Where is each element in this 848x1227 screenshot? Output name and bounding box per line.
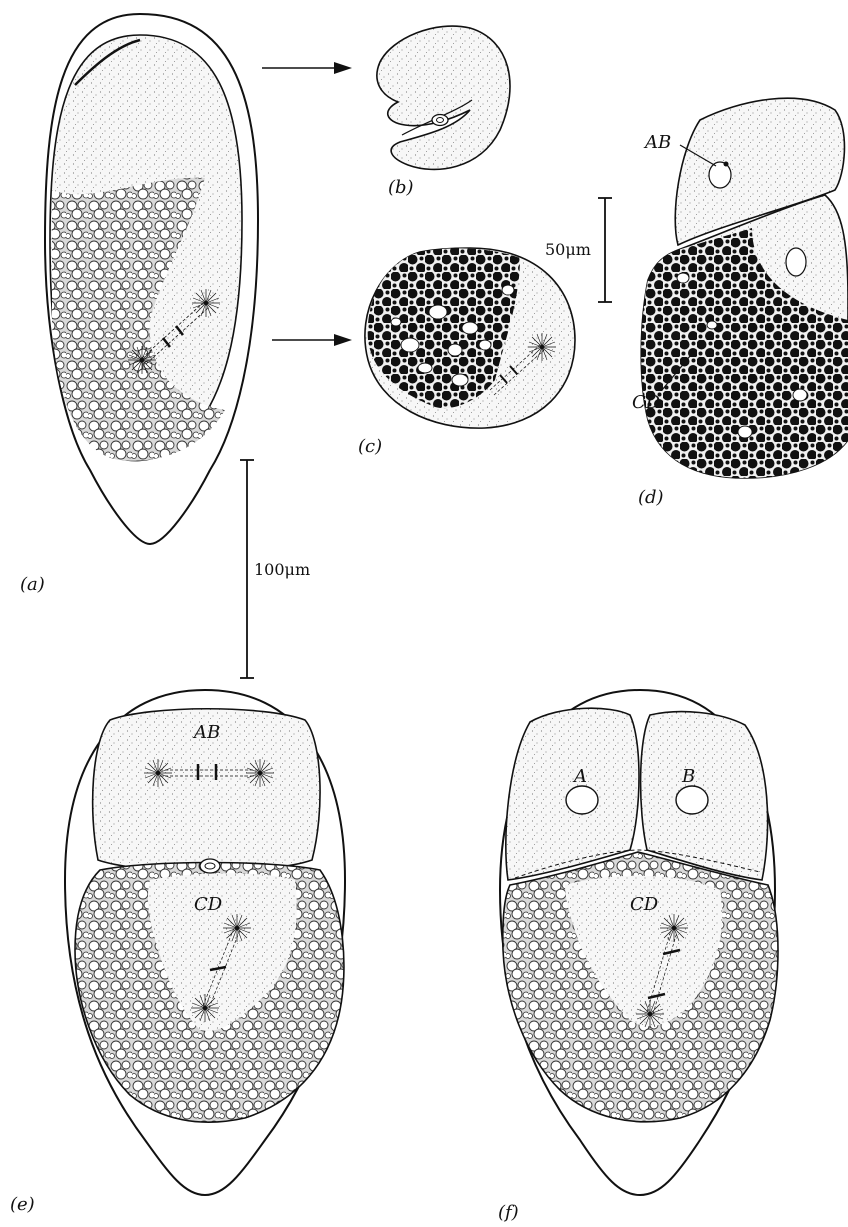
- scale-bar-100um-label: 100μm: [254, 560, 310, 579]
- arrow-to-b: [262, 62, 352, 74]
- panel-d-cd-nucleus: [786, 248, 806, 276]
- panel-b-label: (b): [388, 177, 414, 198]
- panel-a: (a): [20, 14, 258, 595]
- panel-f-label: (f): [498, 1202, 519, 1223]
- panel-c-label: (c): [358, 436, 382, 457]
- panel-f-a-label: A: [572, 766, 587, 787]
- panel-f-cd-label: CD: [630, 894, 659, 915]
- panel-e-ab-label: AB: [192, 722, 220, 743]
- scale-bar-100um: 100μm: [240, 460, 310, 678]
- panel-d-ab-label: AB: [643, 132, 671, 153]
- panel-e: AB CD (e): [10, 690, 345, 1215]
- panel-f-a-nucleus: [566, 786, 598, 814]
- panel-f-b-nucleus: [676, 786, 708, 814]
- panel-b: (b): [377, 26, 510, 198]
- panel-b-cell: [377, 26, 510, 169]
- arrow-to-c: [272, 334, 352, 346]
- panel-e-polar-body: [200, 859, 220, 873]
- panel-a-label: (a): [20, 574, 45, 595]
- panel-f: A B CD (f): [498, 690, 778, 1223]
- panel-d: AB CD (d): [632, 98, 848, 508]
- panel-e-label: (e): [10, 1194, 35, 1215]
- panel-d-ab-nucleus: [709, 162, 731, 189]
- panel-f-b-label: B: [681, 766, 695, 787]
- scale-bar-50um-label: 50μm: [545, 240, 591, 259]
- panel-c: (c): [358, 248, 575, 457]
- panel-e-cd-label: CD: [194, 894, 223, 915]
- panel-d-label: (d): [638, 487, 664, 508]
- panel-b-nucleus: [432, 115, 448, 126]
- panel-d-cd-label: CD: [632, 392, 661, 413]
